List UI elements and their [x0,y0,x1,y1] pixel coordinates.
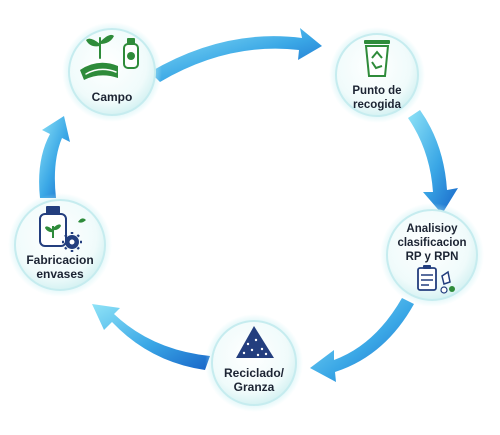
node-label-analisis-line2: clasificacion [397,237,466,249]
recycle-bin-icon [364,40,390,77]
node-label-reciclado-line2: Granza [234,380,275,394]
cycle-arrows [39,28,458,382]
bottle-gear-icon [39,206,86,252]
clipboard-sort-icon [417,265,455,294]
node-reciclado-granza: Reciclado/ Granza [205,314,303,412]
arrow-campo-to-punto [150,28,322,82]
node-label-fabricacion-line2: envases [36,267,84,281]
node-label-analisis-line3: RP y RPN [406,251,459,263]
field-plants-bottle-icon [80,34,139,80]
node-label-reciclado-line1: Reciclado/ [224,366,285,380]
node-analisis-clasificacion: Analisioy clasificacion RP y RPN [380,203,484,307]
node-label-punto-line2: recogida [353,99,402,111]
node-label-punto-line1: Punto de [352,85,401,97]
node-label-analisis-line1: Analisioy [406,223,458,235]
node-campo: Campo [62,22,162,122]
arrow-reciclado-to-fabricacion [92,304,210,370]
pellet-pile-icon [236,326,274,358]
arrow-punto-to-analisis [408,110,458,214]
node-fabricacion-envases: Fabricacion envases [8,193,112,297]
node-punto-recogida: Punto de recogida [329,27,425,123]
node-label-campo: Campo [92,90,133,104]
arrow-analisis-to-reciclado [310,298,414,382]
arrow-fabricacion-to-campo [39,116,70,198]
node-label-fabricacion-line1: Fabricacion [26,253,93,267]
